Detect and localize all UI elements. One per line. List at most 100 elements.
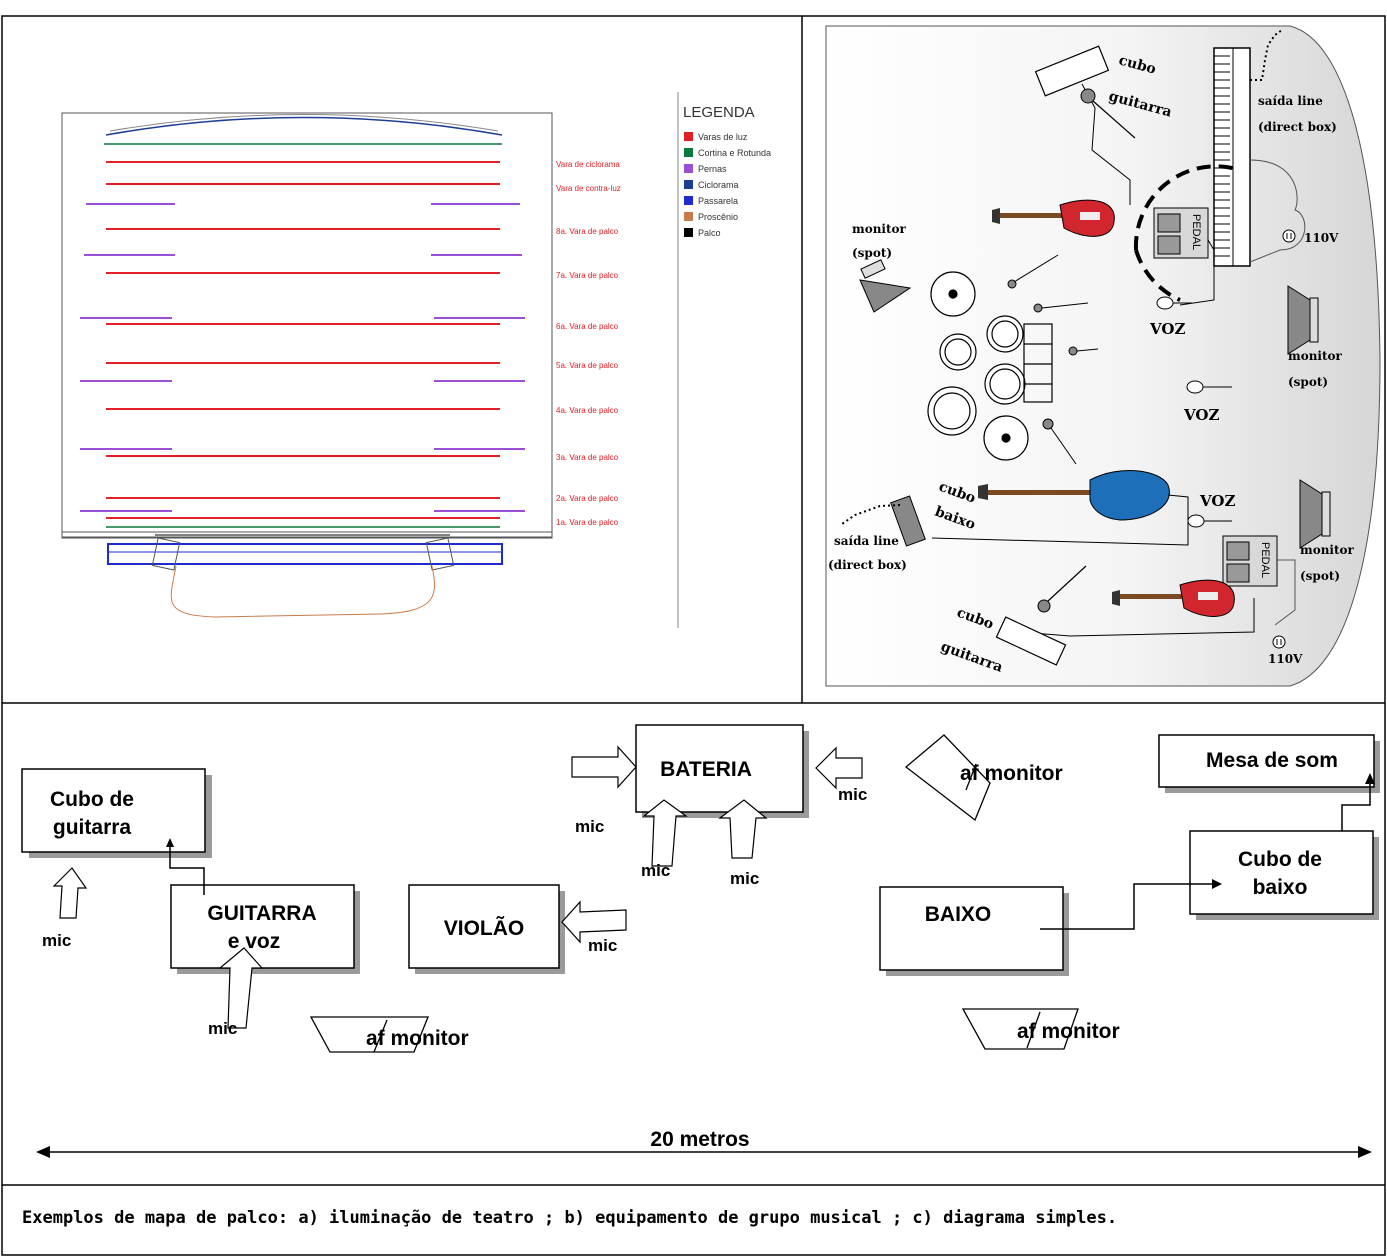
monitor-labels: af monitor af monitor af monitor	[366, 762, 1120, 1050]
guitar-amp-bottom	[995, 616, 1067, 666]
monitor-wedge-icon	[309, 1016, 429, 1053]
pedal-label: PEDAL	[1259, 542, 1271, 578]
legend-item: Proscênio	[698, 212, 738, 222]
vocal-area-circle	[1133, 164, 1241, 251]
stage-outline	[61, 112, 553, 538]
monitor-wedge-icon	[961, 1008, 1079, 1050]
legend: Varas de luz Cortina e Rotunda Pernas Ci…	[684, 132, 771, 238]
direct-box-line	[1250, 29, 1283, 81]
guitar-amp-top	[1034, 45, 1110, 97]
mic-label: mic	[641, 861, 670, 880]
direct-box-label: saída line	[1258, 94, 1323, 108]
monitor-label: (spot)	[1300, 569, 1340, 583]
electric-guitar-icon	[1112, 579, 1235, 617]
monitor-label: (spot)	[1288, 375, 1328, 389]
vocal-mic-icon	[1186, 380, 1232, 394]
outlet-label: 110V	[1304, 231, 1339, 245]
legend-item: Cortina e Rotunda	[698, 148, 771, 158]
box-label: VIOLÃO	[444, 917, 525, 940]
bar-label: Vara de contra-luz	[556, 184, 621, 193]
mic-arrow-icon	[642, 799, 688, 867]
vocal-mic-icon	[1156, 296, 1192, 310]
connector	[1040, 883, 1212, 930]
drums-box	[635, 724, 804, 813]
drum-mics	[1007, 254, 1099, 465]
mic-label: mic	[208, 1019, 237, 1038]
bar-label: 6a. Vara de palco	[556, 322, 619, 331]
box-label: e voz	[228, 930, 281, 953]
pedal-label: PEDAL	[1190, 214, 1202, 250]
figure-grid	[1, 15, 1386, 1256]
direct-box-label: (direct box)	[828, 558, 907, 572]
direct-box-label: (direct box)	[1258, 120, 1337, 134]
direct-box-line	[841, 504, 901, 525]
legend-item: Passarela	[698, 196, 738, 206]
legend-swatch	[684, 196, 693, 205]
voz-label: VOZ	[1149, 320, 1185, 338]
connector	[1341, 783, 1371, 831]
legend-swatch	[684, 228, 693, 237]
legend-title: LEGENDA	[683, 104, 755, 121]
legend-swatch	[684, 180, 693, 189]
drum-kit-icon	[927, 271, 1053, 461]
keyboard-icon	[1213, 47, 1251, 267]
bass-amp-box	[1189, 830, 1374, 915]
monitor-speaker-icon	[1287, 285, 1319, 355]
electric-guitar-icon	[992, 199, 1115, 237]
legend-item: Ciclorama	[698, 180, 739, 190]
monitor-label: monitor	[1300, 543, 1355, 557]
arrowhead	[36, 1146, 50, 1158]
monitor-label: af monitor	[366, 1027, 469, 1050]
monitor-shapes	[309, 734, 1079, 1053]
mic-labels: mic mic mic mic mic mic mic	[42, 785, 867, 1038]
bar-label: 7a. Vara de palco	[556, 271, 619, 280]
arrowhead	[1212, 879, 1222, 889]
box-label: Cubo de	[1238, 848, 1322, 871]
cyclorama-arc	[105, 116, 503, 136]
mic-arrow-icon	[52, 867, 88, 919]
legend-item: Varas de luz	[698, 132, 748, 142]
box-label: Mesa de som	[1206, 749, 1338, 772]
catwalk-brackets	[151, 537, 455, 571]
bar-label: Vara de ciclorama	[556, 160, 620, 169]
voz-label: VOZ	[1199, 492, 1235, 510]
scale-label: 20 metros	[650, 1128, 749, 1151]
monitor-speaker-icon	[1299, 479, 1331, 549]
pedal-icon: PEDAL	[1222, 535, 1278, 587]
legend-item: Palco	[698, 228, 721, 238]
mic-arrow-icon	[815, 746, 863, 790]
bar-label: 3a. Vara de palco	[556, 453, 619, 462]
legend-item: Pernas	[698, 164, 727, 174]
connector	[169, 845, 205, 895]
mixing-desk-box	[1158, 734, 1375, 788]
mic-label: mic	[575, 817, 604, 836]
mic-arrow-icon	[561, 900, 627, 944]
bass-box	[879, 886, 1064, 971]
outlet-label: 110V	[1268, 652, 1303, 666]
power-outlet-icon	[1282, 229, 1296, 243]
legend-swatch	[684, 164, 693, 173]
proscenium	[61, 531, 553, 539]
catwalk-passarela	[107, 543, 503, 565]
mic-arrow-icon	[218, 947, 264, 1029]
box-label: Cubo de	[50, 788, 134, 811]
guitar-box	[170, 884, 355, 969]
monitor-label: monitor	[852, 222, 907, 236]
bass-guitar-icon	[978, 470, 1170, 521]
bar-label: 5a. Vara de palco	[556, 361, 619, 370]
mic-arrows	[52, 745, 863, 1029]
legs-pernas	[80, 203, 525, 512]
monitor-speaker-icon	[859, 259, 912, 313]
voz-label: VOZ	[1183, 406, 1219, 424]
mic-icon	[1037, 565, 1087, 613]
bar-labels: Vara de ciclorama Vara de contra-luz 8a.…	[556, 160, 621, 527]
acoustic-guitar-box	[408, 884, 560, 969]
legend-swatch	[684, 148, 693, 157]
panel-a-theatre-lighting: Vara de ciclorama Vara de contra-luz 8a.…	[61, 92, 771, 628]
proscenium-apron	[170, 565, 436, 618]
power-outlet-icon	[1272, 635, 1286, 649]
arrowhead	[1358, 1146, 1372, 1158]
pedal-icon: PEDAL	[1153, 207, 1209, 259]
arrowhead	[166, 838, 174, 847]
